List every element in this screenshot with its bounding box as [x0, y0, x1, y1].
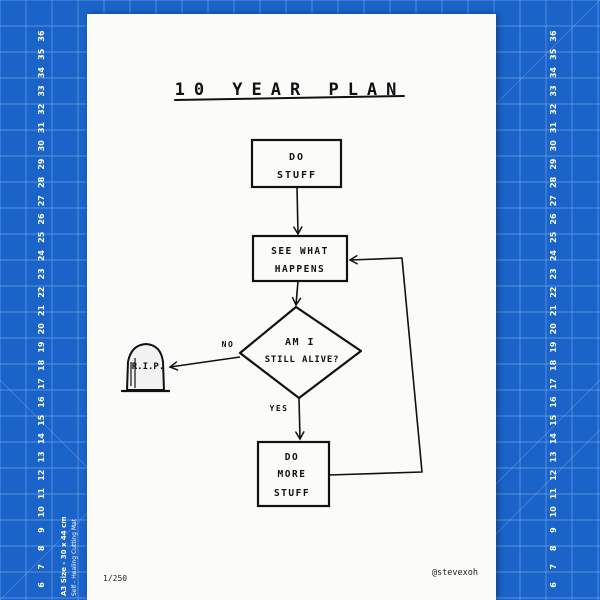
ruler-right-number: 6 — [549, 582, 558, 588]
ruler-left-number: 19 — [37, 341, 46, 353]
ruler-right-number: 12 — [549, 470, 558, 481]
ruler-right-number: 10 — [549, 506, 558, 518]
see-what-happens-line-2: HAPPENS — [275, 264, 326, 275]
ruler-right-number: 8 — [549, 545, 558, 551]
do-more-stuff-line-1: DO — [285, 452, 299, 463]
yes-label: YES — [270, 404, 289, 413]
decision-diamond — [238, 305, 363, 400]
ruler-left-number: 35 — [37, 48, 46, 60]
ruler-right-number: 28 — [549, 176, 558, 188]
ruler-left-number: 26 — [37, 213, 46, 225]
decision-line-1: AM I — [285, 337, 315, 348]
ruler-left-number: 17 — [37, 378, 46, 389]
do-more-stuff-line-3: STUFF — [274, 488, 310, 499]
ruler-left-number: 25 — [37, 231, 46, 243]
ruler-right-number: 11 — [549, 488, 558, 500]
ruler-right-number: 7 — [549, 564, 558, 570]
ruler-right-number: 13 — [549, 451, 558, 462]
ruler-right-number: 36 — [549, 30, 558, 42]
ruler-right-number: 17 — [549, 378, 558, 389]
do-stuff-box — [250, 138, 343, 189]
ruler-left-number: 36 — [37, 30, 46, 42]
arrow-do-stuff-to-see-what-happens — [293, 186, 303, 236]
ruler-right-number: 16 — [549, 396, 558, 408]
ruler-left-number: 34 — [37, 67, 46, 79]
ruler-right-number: 19 — [549, 341, 558, 353]
ruler-left-number: 6 — [37, 582, 46, 588]
ruler-left-number: 18 — [37, 359, 46, 371]
no-label: NO — [222, 340, 235, 349]
see-what-happens-line-1: SEE WHAT — [271, 246, 329, 257]
ruler-left-number: 14 — [37, 433, 46, 445]
ruler-left-number: 32 — [37, 104, 46, 115]
do-stuff-line-1: DO — [289, 152, 305, 163]
ruler-left-number: 30 — [37, 140, 46, 152]
ruler-right-number: 26 — [549, 213, 558, 225]
ruler-left-number: 24 — [37, 250, 46, 262]
ruler-left-number: 11 — [37, 488, 46, 500]
ruler-right-number: 27 — [549, 195, 558, 206]
arrow-see-what-happens-to-decision — [291, 280, 302, 307]
ruler-right-number: 15 — [549, 414, 558, 426]
ruler-right-number: 33 — [549, 85, 558, 96]
page-title: 10 YEAR PLAN — [175, 80, 406, 100]
mat-subtitle: Self - Healing Cutting Mat — [71, 518, 78, 596]
ruler-right-number: 18 — [549, 359, 558, 371]
tombstone-icon — [120, 342, 171, 393]
arrow-loop-back-to-see-what-happens — [328, 254, 423, 476]
ruler-left-number: 10 — [37, 506, 46, 518]
ruler-right-number: 22 — [549, 287, 558, 298]
ruler-right-number: 23 — [549, 268, 558, 279]
title-underline — [174, 95, 405, 101]
ruler-left-number: 23 — [37, 268, 46, 279]
ruler-left-number: 31 — [37, 122, 46, 134]
ruler-left-number: 8 — [37, 545, 46, 551]
do-stuff-line-2: STUFF — [277, 170, 317, 181]
decision-line-2: STILL ALIVE? — [265, 355, 340, 365]
ruler-right: 6 7 8 9 10 11 12 13 14 15 16 17 18 19 20 21 22 23 24 25 26 27… — [549, 30, 558, 588]
ruler-left-number: 27 — [37, 195, 46, 206]
ruler-left-number: 28 — [37, 176, 46, 188]
ruler-right-number: 29 — [549, 158, 558, 170]
do-more-stuff-line-2: MORE — [278, 469, 307, 480]
ruler-right-number: 30 — [549, 140, 558, 152]
artist-signature: @stevexoh — [432, 568, 478, 578]
edition-number: 1/250 — [103, 574, 127, 583]
ruler-right-number: 21 — [549, 305, 558, 317]
ruler-right-number: 31 — [549, 122, 558, 134]
arrow-yes-to-do-more-stuff — [295, 397, 305, 441]
tombstone-label: R.I.P. — [132, 362, 165, 372]
paper-sheet — [87, 14, 496, 600]
ruler-right-number: 35 — [549, 48, 558, 60]
ruler-right-number: 25 — [549, 231, 558, 243]
ruler-left-number: 21 — [37, 305, 46, 317]
arrow-no-to-tombstone — [168, 356, 241, 371]
mat-size-label: A3 Size - 30 x 44 cm — [60, 516, 68, 596]
ruler-right-number: 32 — [549, 104, 558, 115]
ruler-right-number: 34 — [549, 67, 558, 79]
ruler-left-number: 22 — [37, 287, 46, 298]
ruler-left-number: 20 — [37, 323, 46, 335]
ruler-right-number: 24 — [549, 250, 558, 262]
ruler-right-number: 20 — [549, 323, 558, 335]
ruler-left-number: 13 — [37, 451, 46, 462]
ruler-left-number: 16 — [37, 396, 46, 408]
ruler-right-number: 9 — [549, 527, 558, 533]
ruler-left-number: 12 — [37, 470, 46, 481]
do-more-stuff-box — [256, 440, 331, 508]
ruler-left-number: 33 — [37, 85, 46, 96]
ruler-left: 6 7 8 9 10 11 12 13 14 15 16 17 18 19 20 21 22 23 24 25 26 27… — [37, 30, 46, 588]
ruler-left-number: 7 — [37, 564, 46, 570]
see-what-happens-box — [251, 234, 349, 283]
ruler-left-number: 29 — [37, 158, 46, 170]
ruler-left-number: 9 — [37, 527, 46, 533]
ruler-left-number: 15 — [37, 414, 46, 426]
ruler-right-number: 14 — [549, 433, 558, 445]
